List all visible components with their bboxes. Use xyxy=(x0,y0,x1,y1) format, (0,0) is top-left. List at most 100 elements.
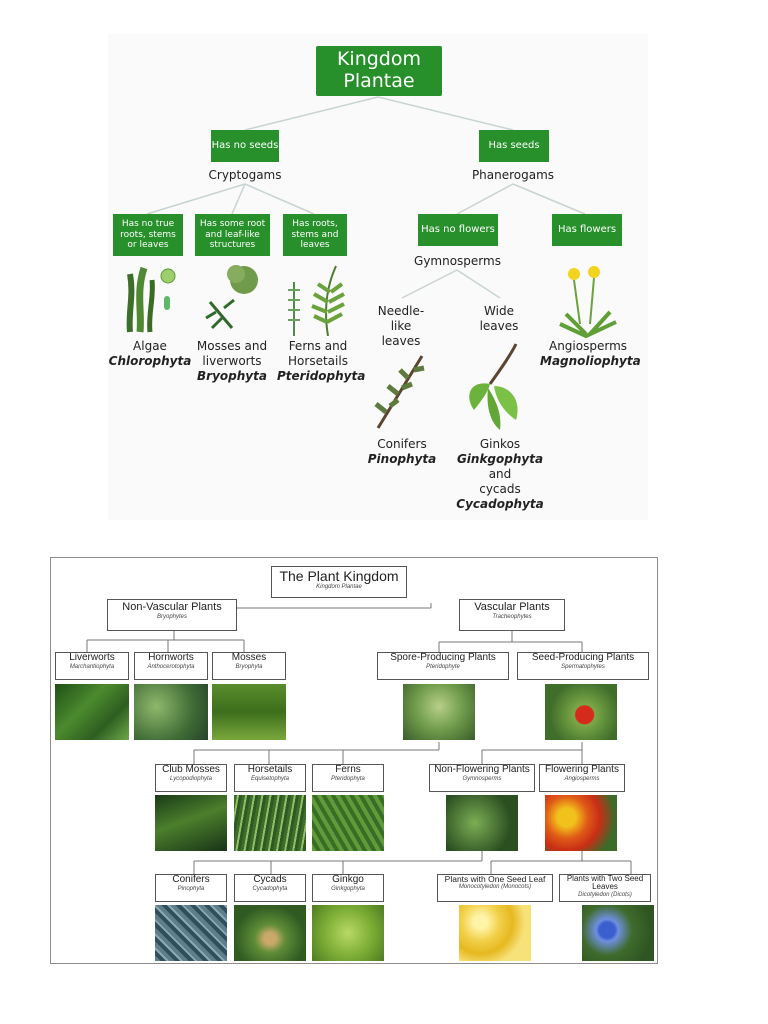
non-flowering-name: Non-Flowering Plants xyxy=(434,764,530,775)
cycadophyta-sub: Cycadophyta xyxy=(252,885,288,892)
club-mosses-name: Club Mosses xyxy=(162,764,220,775)
dandelion-illustration xyxy=(559,266,617,339)
plant-kingdom-title: The Plant Kingdom xyxy=(279,568,399,584)
non-vascular-box: Non-Vascular Plants Bryophytes xyxy=(107,599,237,631)
anthocerotophyta-sub: Anthocerotophyta xyxy=(147,663,195,670)
ginkgophyta-latin: Ginkgophyta xyxy=(456,452,544,466)
conifers-box: Conifers Pinophyta xyxy=(155,874,227,902)
club-mosses-photo xyxy=(155,795,227,851)
no-true-roots-box: Has no true roots, stems or leaves xyxy=(113,214,183,256)
vascular-name: Vascular Plants xyxy=(474,601,550,613)
mosses-name: Mosses and liverworts xyxy=(196,339,268,368)
has-no-flowers-box: Has no flowers xyxy=(418,214,498,246)
spore-photo xyxy=(403,684,475,740)
flowering-name: Flowering Plants xyxy=(545,764,619,775)
conifer-branch-illustration xyxy=(374,355,425,429)
fern-horsetail-illustration xyxy=(288,265,345,336)
liverworts-photo xyxy=(55,684,129,740)
pinophyta-sub: Pinophyta xyxy=(177,885,205,892)
cycads-name-bottom: Cycads xyxy=(253,874,287,885)
liverworts-box: Liverworts Marchantiophyta xyxy=(55,652,129,680)
horsetails-photo xyxy=(234,795,306,851)
phanerogams-label: Phanerogams xyxy=(471,168,555,182)
algae-name: Algae xyxy=(133,339,167,353)
lycopodiophyta-sub: Lycopodiophyta xyxy=(170,775,212,782)
horsetails-name: Horsetails xyxy=(247,764,293,775)
ferns-name: Ferns and Horsetails xyxy=(288,339,348,368)
vascular-box: Vascular Plants Tracheophytes xyxy=(459,599,565,631)
has-roots-box: Has roots, stems and leaves xyxy=(283,214,347,256)
dicots-name: Plants with Two Seed Leaves xyxy=(566,874,644,892)
gymnosperms-sub: Gymnosperms xyxy=(462,775,502,782)
liverworts-name: Liverworts xyxy=(69,652,115,663)
hornworts-box: Hornworts Anthocerotophyta xyxy=(134,652,208,680)
angiosperms-name: Angiosperms xyxy=(548,339,628,353)
conifers-label: Conifers Pinophyta xyxy=(362,437,442,467)
ferns-photo xyxy=(312,795,384,851)
chlorophyta-latin: Chlorophyta xyxy=(108,354,192,368)
ginkgo-illustration xyxy=(469,343,518,430)
algae-illustration xyxy=(126,266,176,333)
monocots-photo xyxy=(459,905,531,961)
plant-kingdom-box: The Plant Kingdom Kingdom Plantae xyxy=(271,566,407,598)
wide-leaves-label: Wide leaves xyxy=(479,304,519,333)
ginkgo-photo xyxy=(312,905,384,961)
ferns-box: Ferns Pteridophyta xyxy=(312,764,384,792)
gymnosperms-label: Gymnosperms xyxy=(414,254,501,268)
ginkgophyta-sub: Ginkgophyta xyxy=(331,885,365,892)
some-root-box: Has some root and leaf-like structures xyxy=(195,214,270,256)
cycadophyta-latin: Cycadophyta xyxy=(456,497,544,511)
needle-leaves-label: Needle-like leaves xyxy=(377,304,425,348)
seed-photo xyxy=(545,684,617,740)
marchantiophyta-sub: Marchantiophyta xyxy=(69,663,115,670)
horsetails-box: Horsetails Equisetophyta xyxy=(234,764,306,792)
bottom-diagram-panel: The Plant Kingdom Kingdom Plantae Non-Va… xyxy=(50,557,658,964)
spermatophytes-sub: Spermatophytes xyxy=(561,663,605,670)
angiosperms-sub: Angiosperms xyxy=(564,775,600,782)
conifers-name: Conifers xyxy=(377,437,427,451)
spore-producing-box: Spore-Producing Plants Pteridophyte xyxy=(377,652,509,680)
ginkgo-name-bottom: Ginkgo xyxy=(332,874,364,885)
dicots-photo xyxy=(582,905,654,961)
mosses-name-bottom: Mosses xyxy=(231,652,267,663)
ferns-label: Ferns and Horsetails Pteridophyta xyxy=(277,339,365,384)
hornworts-photo xyxy=(134,684,208,740)
spore-producing-name: Spore-Producing Plants xyxy=(390,652,496,663)
non-flowering-photo xyxy=(446,795,518,851)
hornworts-name: Hornworts xyxy=(148,652,194,663)
angiosperms-label: Angiosperms Magnoliophyta xyxy=(540,339,641,369)
ferns-name-bottom: Ferns xyxy=(335,764,361,775)
has-flowers-box: Has flowers xyxy=(552,214,622,246)
mosses-box: Mosses Bryophyta xyxy=(212,652,286,680)
seed-producing-box: Seed-Producing Plants Spermatophytes xyxy=(517,652,649,680)
non-flowering-box: Non-Flowering Plants Gymnosperms xyxy=(429,764,535,792)
algae-label: Algae Chlorophyta xyxy=(105,339,195,369)
cycads-box: Cycads Cycadophyta xyxy=(234,874,306,902)
club-mosses-box: Club Mosses Lycopodiophyta xyxy=(155,764,227,792)
pteridophyta-latin: Pteridophyta xyxy=(277,369,366,383)
seed-producing-name: Seed-Producing Plants xyxy=(531,652,635,663)
mosses-label: Mosses and liverworts Bryophyta xyxy=(194,339,270,384)
dicots-box: Plants with Two Seed Leaves Dicotyledon … xyxy=(559,874,651,902)
mosses-photo xyxy=(212,684,286,740)
bottom-connector-lines xyxy=(86,603,632,874)
conifers-photo xyxy=(155,905,227,961)
monocotyledon-sub: Monocotyledon (Monocots) xyxy=(458,883,532,890)
flowering-box: Flowering Plants Angiosperms xyxy=(539,764,625,792)
cycads-name: cycads xyxy=(479,482,521,496)
flowering-photo xyxy=(545,795,617,851)
pteridophyta-sub: Pteridophyta xyxy=(331,775,365,782)
cryptogams-label: Cryptogams xyxy=(208,168,282,182)
dicotyledon-sub: Dicotyledon (Dicots) xyxy=(578,891,632,898)
has-seeds-box: Has seeds xyxy=(479,130,549,162)
magnoliophyta-latin: Magnoliophyta xyxy=(540,354,641,368)
equisetophyta-sub: Equisetophyta xyxy=(250,775,290,782)
monocots-name: Plants with One Seed Leaf xyxy=(444,874,546,884)
ginkos-name: Ginkos xyxy=(479,437,521,451)
tracheophytes-sub: Tracheophytes xyxy=(492,613,532,620)
non-vascular-name: Non-Vascular Plants xyxy=(122,601,222,613)
cycads-photo xyxy=(234,905,306,961)
ginkgo-box: Ginkgo Ginkgophyta xyxy=(312,874,384,902)
and-word: and xyxy=(488,467,512,481)
pteridophyte-sub: Pteridophyte xyxy=(426,663,460,670)
